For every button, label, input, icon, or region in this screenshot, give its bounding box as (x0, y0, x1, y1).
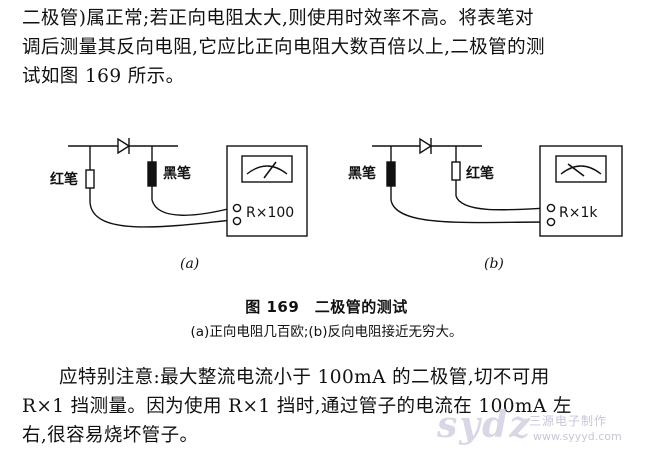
meter-needle (567, 163, 585, 177)
diode-icon (419, 137, 433, 155)
meter-scale (560, 165, 602, 175)
figure-b (372, 137, 623, 237)
text-line: 右,很容易烧坏管子。 (22, 425, 199, 446)
figure-a (68, 137, 308, 237)
black-probe-label: 黑笔 (348, 165, 376, 182)
watermark-logo: sydz (437, 404, 532, 446)
figure-caption-title: 图 169 二极管的测试 (245, 298, 408, 316)
range-label: R×100 (246, 205, 294, 221)
watermark-name: 三源电子制作 (529, 414, 608, 428)
paragraph-top: 二极管)属正常;若正向电阻太大,则使用时效率不高。将表笔对 调后测量其反向电阻,… (22, 4, 640, 91)
text-line: R×1 挡测量。因为使用 R×1 挡时,通过管子的电流在 100mA 左 (22, 396, 572, 417)
text-line: 二极管)属正常;若正向电阻太大,则使用时效率不高。将表笔对 (22, 8, 534, 29)
figure-a-sublabel: (a) (180, 256, 199, 272)
red-probe-label: 红笔 (50, 171, 78, 188)
text-line: 试如图 169 所示。 (22, 66, 185, 87)
diode-icon (117, 137, 131, 155)
figure-caption-subtitle: (a)正向电阻几百欧;(b)反向电阻接近无穷大。 (190, 324, 463, 340)
red-cable (455, 195, 547, 211)
diode-test-figures: 红笔 黑笔 R×100 (a) 黑笔 红笔 R×1k (b) (50, 137, 623, 272)
meter-needle (263, 161, 277, 179)
watermark-url: www.syyyd.com (533, 430, 622, 443)
black-probe-icon (147, 161, 157, 187)
terminal-icon (232, 216, 242, 226)
red-probe-icon (85, 169, 95, 189)
red-probe-icon (451, 161, 461, 181)
red-cable (89, 201, 233, 228)
red-probe-label: 红笔 (466, 165, 494, 182)
meter-dial (555, 155, 607, 183)
black-cable (390, 199, 547, 224)
figure-b-sublabel: (b) (484, 256, 504, 272)
black-probe-label: 黑笔 (163, 165, 191, 182)
watermark: sydz 三源电子制作 www.syyyd.com (437, 404, 647, 456)
terminal-icon (546, 203, 556, 213)
paragraph-bottom: 应特别注意:最大整流电流小于 100mA 的二极管,切不可用 R×1 挡测量。因… (22, 363, 640, 450)
meter-dial (241, 155, 293, 183)
terminal-icon (232, 203, 242, 213)
terminal-icon (546, 217, 556, 227)
text-line: 应特别注意:最大整流电流小于 100mA 的二极管,切不可用 (59, 367, 550, 388)
range-label: R×1k (559, 205, 598, 221)
text-line: 调后测量其反向电阻,它应比正向电阻大数百倍以上,二极管的测 (22, 37, 545, 58)
meter-scale (246, 165, 288, 175)
black-cable (151, 199, 233, 216)
black-probe-icon (386, 161, 396, 187)
